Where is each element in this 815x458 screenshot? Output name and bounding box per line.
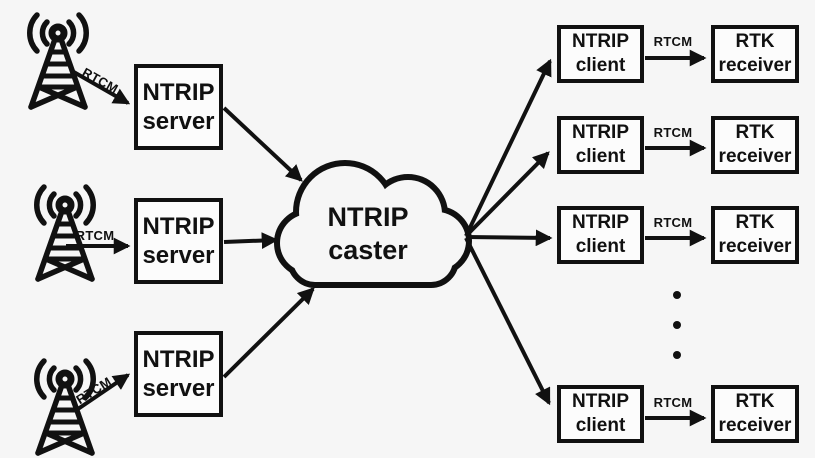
node-label-line2: client [575, 55, 626, 76]
node-label-line2: receiver [718, 236, 792, 257]
node-label-line1: NTRIP [142, 79, 215, 106]
rtk-receiver-node: RTK receiver [711, 385, 799, 443]
node-label-line1: RTK [735, 31, 775, 52]
ntrip-client-node: NTRIP client [557, 385, 644, 443]
node-label-line1: NTRIP [572, 212, 629, 233]
node-label-line2: client [575, 146, 626, 167]
node-label-line1: NTRIP [327, 202, 409, 232]
ntrip-caster-node: NTRIP caster [300, 201, 436, 267]
cloud-shape [274, 160, 472, 288]
arrow-caster-to-client4 [464, 237, 551, 406]
arrow-antenna3-to-server3 [73, 373, 131, 413]
node-label-line2: server [142, 242, 215, 269]
arrow-antenna1-to-server1 [71, 69, 131, 105]
antenna-icon [30, 15, 86, 107]
arrow-caster-to-client1 [464, 58, 552, 237]
node-label-line2: server [142, 375, 215, 402]
ntrip-server-node: NTRIP server [134, 64, 223, 150]
ntrip-client-node: NTRIP client [557, 25, 644, 83]
node-label-line1: NTRIP [142, 346, 215, 373]
rtcm-edge-label: RTCM [653, 125, 693, 140]
ntrip-server-node: NTRIP server [134, 331, 223, 417]
node-label-line1: RTK [735, 391, 775, 412]
node-label-line2: client [575, 236, 626, 257]
rtk-receiver-node: RTK receiver [711, 25, 799, 83]
ntrip-server-node: NTRIP server [134, 198, 223, 284]
node-label-line1: RTK [735, 122, 775, 143]
rtcm-edge-label: RTCM [653, 395, 693, 410]
arrow-server2-to-caster [223, 232, 279, 249]
ntrip-client-node: NTRIP client [557, 116, 644, 174]
node-label-line1: RTK [735, 212, 775, 233]
node-label-line2: server [142, 108, 215, 135]
antenna-icon [37, 361, 93, 453]
rtk-receiver-node: RTK receiver [711, 206, 799, 264]
node-label-line1: NTRIP [572, 391, 629, 412]
arrow-caster-to-client2 [464, 151, 550, 238]
rtk-receiver-node: RTK receiver [711, 116, 799, 174]
node-label-line2: caster [328, 235, 408, 265]
node-label-line2: receiver [718, 55, 792, 76]
rtcm-edge-label: RTCM [653, 215, 693, 230]
node-label-line1: NTRIP [572, 31, 629, 52]
node-label-line1: NTRIP [572, 122, 629, 143]
rtcm-edge-label: RTCM [75, 228, 115, 243]
node-label-line2: client [575, 415, 626, 436]
arrow-caster-to-client3 [465, 229, 553, 247]
node-label-line2: receiver [718, 415, 792, 436]
more-clients-ellipsis [673, 291, 681, 359]
node-label-line1: NTRIP [142, 213, 215, 240]
rtcm-edge-label: RTCM [653, 34, 693, 49]
ntrip-client-node: NTRIP client [557, 206, 644, 264]
node-label-line2: receiver [718, 146, 792, 167]
arrow-server3-to-caster [222, 287, 315, 379]
arrow-server1-to-caster [222, 106, 303, 182]
